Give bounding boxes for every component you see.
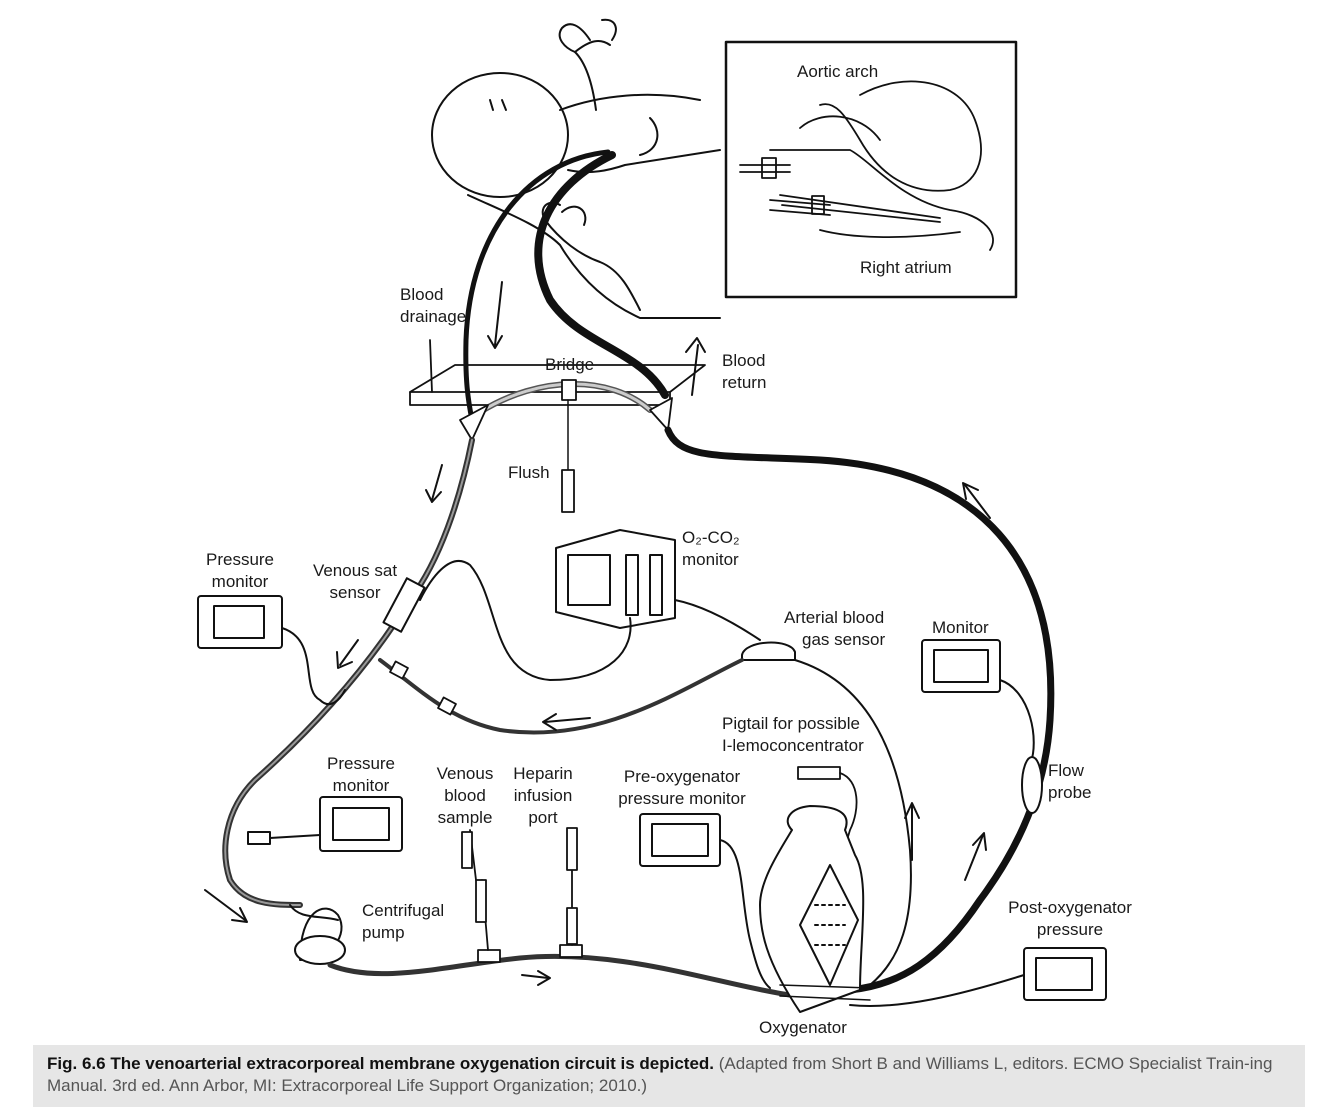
return-y-connector — [649, 397, 673, 431]
figure-caption-bar: Fig. 6.6 The venoarterial extracorporeal… — [33, 1045, 1305, 1107]
label-aortic-arch: Aortic arch — [797, 62, 879, 81]
recirculation-line — [378, 658, 744, 735]
centrifugal-pump — [289, 904, 346, 965]
drainage-y-connector — [459, 404, 489, 441]
label-venous-sat-sensor: Venous sat sensor — [312, 561, 398, 602]
figure-caption: Fig. 6.6 The venoarterial extracorporeal… — [47, 1053, 1293, 1097]
label-pressure-monitor-left: Pressure monitor — [205, 550, 275, 591]
bridge-connector — [561, 379, 577, 401]
flush-port — [561, 469, 575, 513]
pre-oxygenator-pressure-monitor — [639, 813, 771, 989]
o2-co2-monitor — [419, 529, 761, 681]
post-oxygenator-pressure-monitor — [849, 947, 1107, 1007]
infant-figure — [431, 18, 721, 319]
bridge-table — [409, 339, 706, 406]
ecmo-circuit-drawing — [197, 18, 1107, 1013]
flow-probe — [1021, 756, 1043, 814]
label-centrifugal-pump: Centrifugal pump — [362, 901, 445, 942]
oxygenator — [759, 805, 871, 1013]
label-o2co2-monitor: O₂-CO₂ monitor — [682, 528, 740, 569]
label-flow-probe: Flow probe — [1048, 761, 1092, 802]
ecmo-circuit-diagram: Aortic arch Right atrium Blood drainage … — [197, 18, 1132, 1037]
label-blood-return: Blood return — [722, 351, 767, 392]
pump-to-oxygenator-line — [327, 953, 793, 998]
label-pre-oxygenator-pressure-monitor: Pre-oxygenator pressure monitor — [618, 767, 746, 808]
venous-sat-sensor — [382, 577, 426, 633]
heparin-port — [559, 827, 583, 958]
label-post-oxygenator-pressure: Post-oxygenator pressure — [1008, 898, 1132, 939]
caption-source: (Adapted from Short B and Williams L, ed… — [47, 1054, 1273, 1095]
label-bridge: Bridge — [545, 355, 595, 374]
label-heparin-infusion-port: Heparin infusion port — [513, 764, 573, 827]
flow-arrows — [204, 281, 991, 986]
arterial-return-line — [664, 426, 1055, 994]
label-right-atrium: Right atrium — [860, 258, 952, 277]
venous-sample-port — [461, 829, 501, 963]
pressure-monitor-lower — [247, 796, 403, 852]
label-flush: Flush — [508, 463, 550, 482]
label-monitor: Monitor — [932, 618, 989, 637]
label-pigtail: Pigtail for possible I-lemoconcentrator — [722, 714, 864, 755]
label-venous-blood-sample: Venous blood sample — [436, 764, 494, 827]
caption-title: The venoarterial extracorporeal membrane… — [110, 1054, 715, 1073]
label-oxygenator: Oxygenator — [759, 1018, 847, 1037]
label-pressure-monitor-lower: Pressure monitor — [326, 754, 396, 795]
label-arterial-blood-gas-sensor: Arterial blood gas sensor — [784, 608, 886, 649]
inset-heart-box — [724, 40, 1018, 299]
flow-monitor — [921, 639, 1035, 766]
pressure-monitor-left — [197, 595, 346, 706]
cannula-lines — [463, 149, 669, 423]
arterial-blood-gas-sensor — [741, 641, 796, 661]
label-blood-drainage: Blood drainage — [400, 285, 467, 326]
caption-figure-number: Fig. 6.6 — [47, 1054, 106, 1073]
